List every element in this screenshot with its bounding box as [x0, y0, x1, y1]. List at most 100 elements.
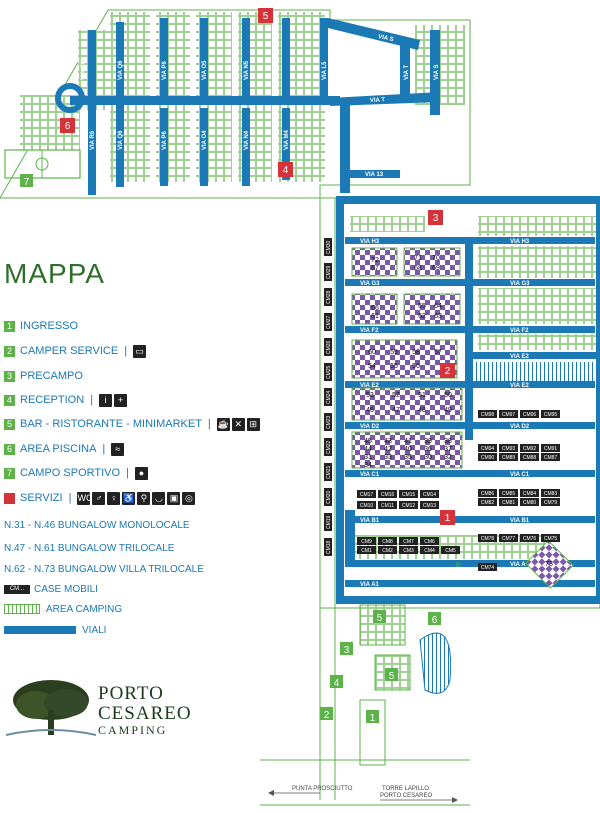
- street-label: VIA C1: [360, 472, 380, 478]
- bungalow-number: 51: [418, 392, 426, 399]
- map-marker: [340, 642, 353, 655]
- map-marker: [320, 707, 333, 720]
- case-mobile-label: CM84: [523, 491, 537, 497]
- bungalow-number: 65: [418, 303, 426, 310]
- case-mobile-box: [541, 534, 560, 542]
- map-marker: [330, 675, 343, 688]
- case-mobile-label: CM20: [326, 490, 332, 504]
- case-mobile-label: CM19: [326, 515, 332, 529]
- street-label: VIA Q6: [118, 60, 124, 80]
- map-marker-number: 7: [24, 177, 30, 188]
- bungalow-number: 33: [384, 454, 392, 461]
- bungalow-number: 49: [444, 407, 452, 414]
- legend-label: AREA PISCINA: [20, 443, 97, 455]
- case-mobile-box: [399, 546, 418, 554]
- case-mobile-label: CM10: [360, 503, 374, 509]
- map-marker-number: 6: [432, 615, 438, 626]
- case-mobile-box: [324, 338, 332, 356]
- bungalow-number: 54: [368, 363, 376, 370]
- case-mobile-label: CM30: [326, 240, 332, 254]
- case-mobile-box: [324, 288, 332, 306]
- washing-icon: ◎: [182, 491, 196, 505]
- case-mobile-box: [420, 546, 439, 554]
- bungalow-number: 48: [418, 407, 426, 414]
- case-mobile-label: CM91: [544, 446, 558, 452]
- street-label: VIA G3: [360, 281, 380, 287]
- case-mobile-box: [499, 498, 518, 506]
- info-icon: i: [99, 393, 113, 407]
- map-marker-number: 3: [433, 213, 439, 224]
- bungalow-number: 66: [371, 305, 379, 312]
- map-marker: [278, 162, 293, 177]
- case-mobile-box: [357, 537, 376, 545]
- legend-separator: |: [90, 394, 94, 406]
- case-mobile-label: CM88: [523, 455, 537, 461]
- case-mobile-label: CM80: [523, 500, 537, 506]
- map-marker: [440, 510, 455, 525]
- shower-icon: ⚲: [137, 491, 151, 505]
- legend-number-badge: 6: [4, 443, 15, 455]
- map-marker: [428, 612, 441, 625]
- case-mobile-label: CM16: [381, 492, 395, 498]
- tree-logo-icon: [5, 680, 97, 736]
- case-mobile-box: [399, 490, 418, 498]
- street-label: VIA S: [378, 34, 394, 43]
- case-mobile-box: [378, 546, 397, 554]
- case-mobile-box: [499, 489, 518, 497]
- bungalow-number: 32: [444, 454, 452, 461]
- bungalow-number: 34: [364, 462, 372, 469]
- case-mobile-label: CM22: [326, 440, 332, 454]
- logo-line-1: PORTO: [98, 683, 164, 704]
- map-marker-number: 1: [445, 513, 451, 524]
- case-mobile-label: CM9: [361, 539, 372, 545]
- case-mobile-box: [478, 534, 497, 542]
- case-mobile-label: CM4: [424, 548, 435, 554]
- street-label: VIA O5: [202, 60, 208, 80]
- legend-item: SERVIZI|WC♂♀♿⚲◡▣◎: [4, 490, 197, 506]
- bungalow-number: 43: [384, 438, 392, 445]
- street-label: VIA N5: [244, 60, 250, 80]
- legend-label: PRECAMPO: [20, 370, 83, 382]
- map-marker-number: 5: [377, 613, 383, 624]
- case-mobile-box: [420, 501, 439, 509]
- map-marker-number: 3: [344, 645, 350, 656]
- map-marker-number: 5: [389, 671, 395, 682]
- bungalow-number: 64: [434, 303, 442, 310]
- case-mobile-box: [520, 489, 539, 497]
- case-mobile-box: [324, 238, 332, 256]
- bungalow-number: 56: [412, 363, 420, 370]
- case-mobile-box: [520, 410, 539, 418]
- case-mobile-box: [478, 489, 497, 497]
- case-mobile-label: CM17: [360, 492, 374, 498]
- case-mobile-label: CM82: [481, 500, 495, 506]
- case-mobile-box: [324, 438, 332, 456]
- laundry-icon: ▣: [167, 491, 181, 505]
- case-mobile-label: CM1: [361, 548, 372, 554]
- legend-label: RECEPTION: [20, 394, 85, 406]
- case-mobile-label: CM89: [502, 455, 516, 461]
- road-label-left: PUNTA PROSCIUTTO: [292, 786, 353, 792]
- case-mobile-box: [357, 501, 376, 509]
- case-mobile-label: CM13: [423, 503, 437, 509]
- map-marker-number: 4: [334, 678, 340, 689]
- case-mobile-label: CM27: [326, 315, 332, 329]
- bungalow-number: 57: [434, 349, 442, 356]
- case-mobile-box: [357, 490, 376, 498]
- cm-sample-box: CM...: [4, 584, 30, 594]
- case-mobile-label: CM77: [502, 536, 516, 542]
- wheelchair-icon: ♿: [122, 491, 136, 505]
- case-mobile-box: [520, 444, 539, 452]
- case-mobile-box: [499, 444, 518, 452]
- logo-line-2: CESAREO: [98, 703, 192, 724]
- case-mobile-label: CM15: [402, 492, 416, 498]
- legend-separator: |: [68, 492, 72, 504]
- street-label: VIA O4: [202, 130, 208, 150]
- case-mobile-label: CM28: [326, 290, 332, 304]
- bungalow-number: 69: [432, 265, 440, 272]
- case-mobile-box: [324, 313, 332, 331]
- bungalow-number: 67: [371, 265, 379, 272]
- road-label-right-2: PORTO CESAREO: [380, 793, 432, 799]
